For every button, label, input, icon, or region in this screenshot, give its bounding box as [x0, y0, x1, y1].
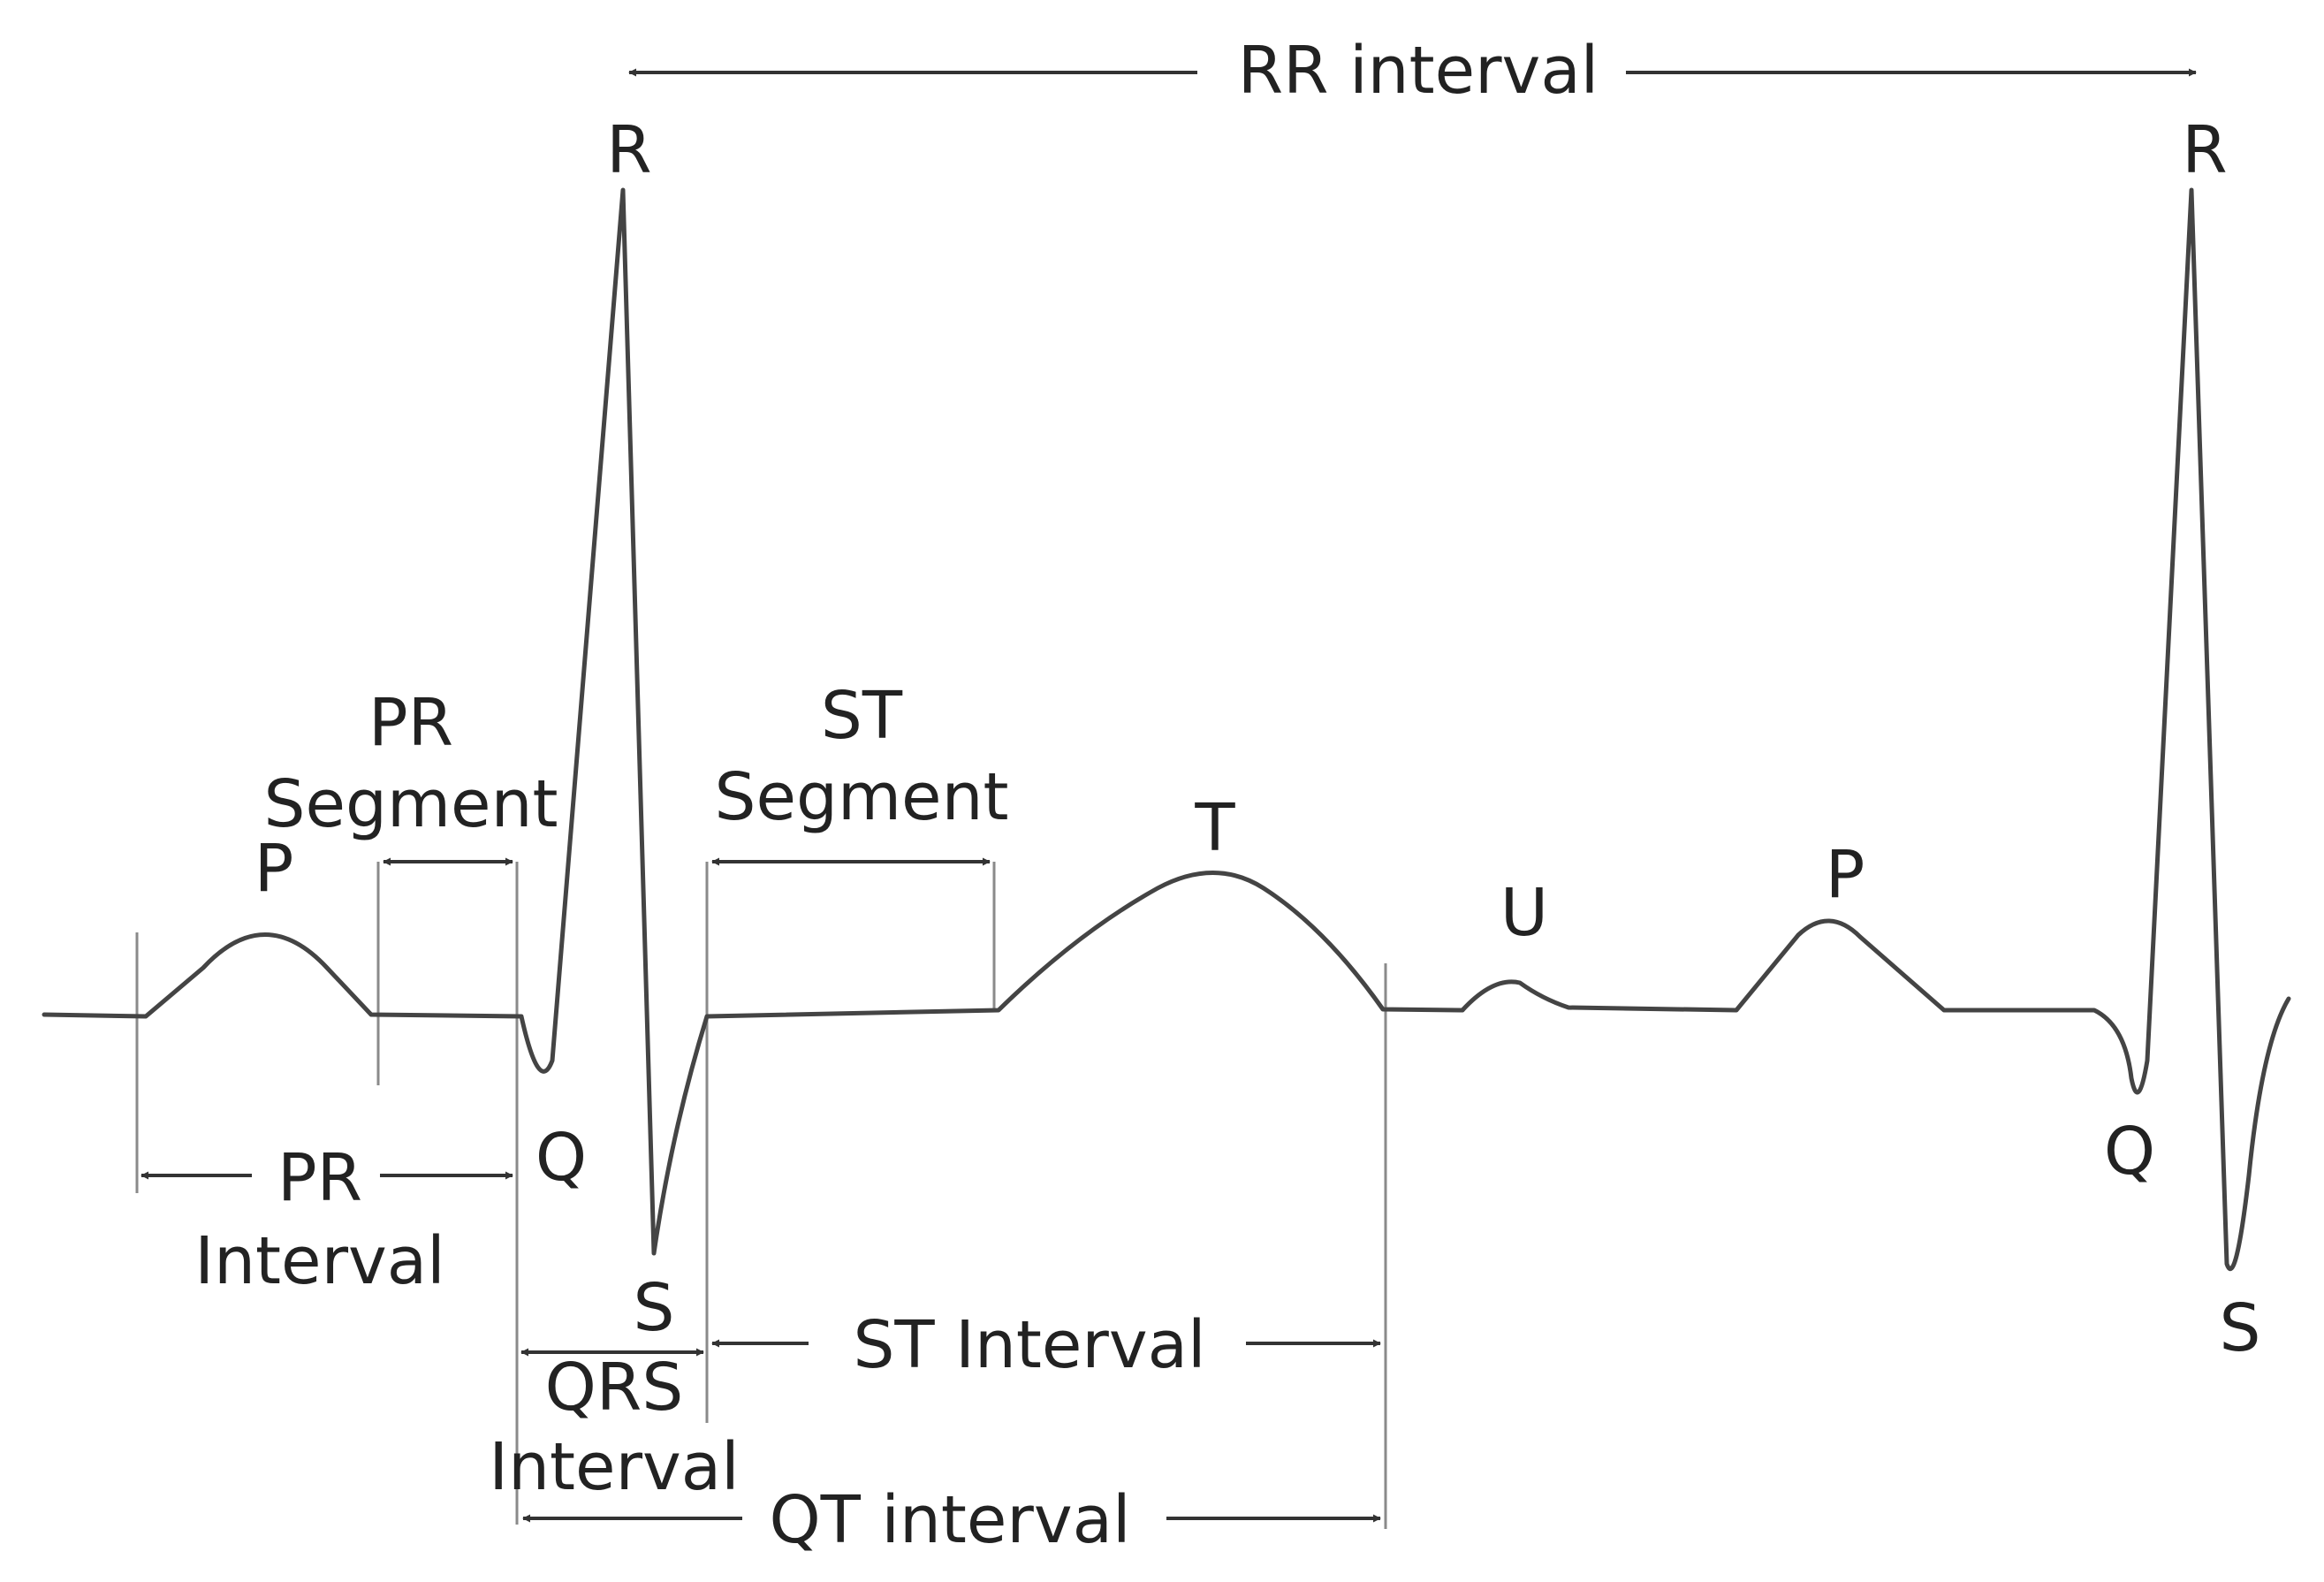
label-u: U	[1500, 875, 1548, 951]
label-pr-segment-2: Segment	[264, 766, 558, 842]
label-s2: S	[2220, 1290, 2261, 1366]
label-qt-interval: QT interval	[769, 1482, 1130, 1558]
wave-labels: P Q R S T U P Q R S	[254, 112, 2261, 1366]
label-st-interval: ST Interval	[853, 1307, 1205, 1383]
label-t: T	[1194, 790, 1235, 866]
label-p2: P	[1826, 837, 1865, 913]
interval-arrows	[141, 68, 2197, 1523]
label-r1: R	[606, 112, 651, 188]
label-s1: S	[634, 1270, 675, 1346]
label-pr-interval-2: Interval	[194, 1223, 444, 1299]
label-p1: P	[254, 831, 294, 907]
label-pr-segment-1: PR	[368, 685, 453, 761]
label-qrs-interval-1: QRS	[545, 1350, 684, 1426]
interval-labels: RR interval PR Segment ST Segment PR Int…	[194, 33, 1599, 1558]
ecg-trace	[42, 187, 2291, 1272]
label-qrs-interval-2: Interval	[489, 1429, 739, 1505]
label-st-segment-1: ST	[821, 678, 903, 754]
label-rr-interval: RR interval	[1238, 33, 1599, 109]
label-q1: Q	[535, 1120, 587, 1196]
label-st-segment-2: Segment	[715, 759, 1009, 835]
label-r2: R	[2182, 112, 2227, 188]
label-pr-interval-1: PR	[277, 1140, 362, 1216]
label-q2: Q	[2104, 1114, 2155, 1190]
guide-lines	[135, 862, 1387, 1529]
